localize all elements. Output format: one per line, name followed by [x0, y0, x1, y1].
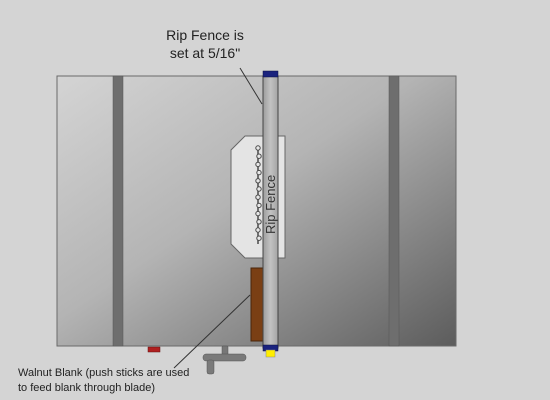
miter-slot-left	[112, 75, 124, 347]
saw-blade	[255, 145, 262, 244]
push-stick	[202, 345, 247, 375]
blade-tooth	[256, 186, 262, 192]
blade-tooth	[256, 169, 262, 176]
blank-callout-leader	[173, 294, 251, 369]
blank-callout: Walnut Blank (push sticks are used to fe…	[18, 366, 218, 396]
fence-callout-line2: set at 5/16"	[169, 45, 241, 61]
fence-callout-line1: Rip Fence is	[166, 27, 244, 43]
blade-tooth	[255, 227, 261, 233]
blank-callout-line1: Walnut Blank (push sticks are used	[18, 367, 190, 379]
blank-callout-line2: to feed blank through blade)	[18, 382, 155, 394]
blade-tooth	[255, 210, 261, 217]
blade-tooth	[255, 161, 261, 168]
fence-callout-leader	[239, 67, 263, 105]
fence-knob-top	[262, 70, 279, 78]
blade-tooth	[255, 178, 261, 184]
blade-tooth	[256, 235, 262, 241]
red-marker	[147, 346, 161, 353]
fence-callout: Rip Fence is set at 5/16"	[150, 26, 260, 62]
blade-tooth	[256, 202, 262, 209]
fence-lock	[265, 349, 276, 358]
blade-tooth	[255, 145, 261, 151]
blade-tooth	[256, 219, 262, 225]
walnut-blank	[250, 267, 264, 342]
rip-fence-label: Rip Fence	[263, 175, 278, 234]
miter-slot-right	[388, 75, 400, 347]
blade-tooth	[255, 194, 261, 200]
blade-tooth	[256, 153, 262, 159]
